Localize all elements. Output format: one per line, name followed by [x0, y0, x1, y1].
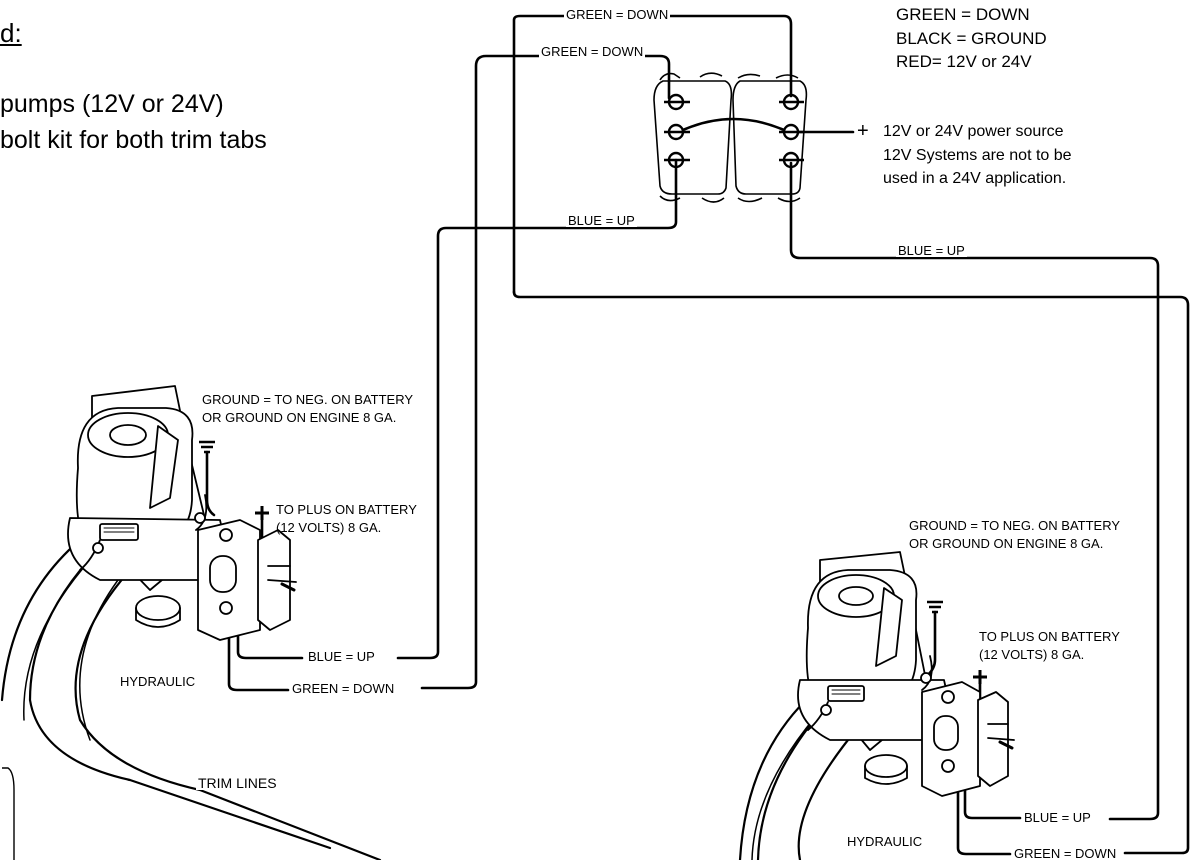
pump-left-ground-line-1: GROUND = TO NEG. ON BATTERY [202, 392, 414, 407]
power-line-1: 12V or 24V power source [883, 123, 1064, 140]
partial-outline [2, 767, 15, 860]
pump-right-ground-line-2: OR GROUND ON ENGINE 8 GA. [909, 536, 1104, 551]
pump-right-hydraulic: HYDRAULIC [847, 834, 923, 849]
legend-black: BLACK = GROUND [896, 29, 1047, 48]
ground-symbol-icon [199, 440, 943, 614]
wire-label-blue-right: BLUE = UP [896, 243, 967, 258]
wire-blue-right [789, 161, 1160, 821]
pump-right-ground-line-1: GROUND = TO NEG. ON BATTERY [909, 518, 1121, 533]
hydraulic-pump-icon [738, 551, 1015, 860]
power-line-2: 12V Systems are not to be [883, 147, 1072, 164]
legend-green: GREEN = DOWN [896, 5, 1030, 24]
pump-left-hydraulic: HYDRAULIC [120, 674, 196, 689]
wire-pump-right-green [956, 788, 1012, 856]
section-title: d: [0, 18, 22, 48]
pump-right-plus-line-1: TO PLUS ON BATTERY [979, 629, 1120, 644]
wire-label-green-switch: GREEN = DOWN [539, 44, 646, 59]
wire-green-bus [512, 290, 1190, 855]
wire-pump-left-green [227, 634, 290, 692]
plus-terminal-icon [255, 506, 987, 684]
wire-label-green-top: GREEN = DOWN [564, 7, 671, 22]
trim-lines-label: TRIM LINES [196, 775, 279, 791]
wire-green-left [420, 54, 671, 690]
pump-left-ground-line-2: OR GROUND ON ENGINE 8 GA. [202, 410, 397, 425]
supply-item-pumps: pumps (12V or 24V) [0, 90, 224, 118]
wire-label-green-pump-left: GREEN = DOWN [290, 681, 397, 696]
wire-pump-left-blue [236, 626, 304, 660]
legend-red: RED= 12V or 24V [896, 52, 1032, 71]
pump-left-plus-line-2: (12 VOLTS) 8 GA. [276, 520, 382, 535]
hydraulic-pump-icon [0, 385, 382, 860]
wire-pump-right-blue [963, 778, 1022, 820]
wire-label-blue-pump-left: BLUE = UP [306, 649, 377, 664]
wire-blue-left [396, 158, 678, 660]
power-line-3: used in a 24V application. [883, 170, 1067, 187]
rocker-switch-icon [653, 72, 808, 203]
pump-left-plus-line-1: TO PLUS ON BATTERY [276, 502, 417, 517]
wire-label-blue-pump-right: BLUE = UP [1022, 810, 1093, 825]
supply-item-bolt-kit: bolt kit for both trim tabs [0, 126, 267, 154]
wire-ground-left [205, 450, 216, 517]
wire-label-green-pump-right: GREEN = DOWN [1012, 846, 1119, 860]
pump-right-plus-line-2: (12 VOLTS) 8 GA. [979, 647, 1085, 662]
power-plus-symbol: + [857, 120, 869, 142]
wire-label-blue-switch: BLUE = UP [566, 213, 637, 228]
